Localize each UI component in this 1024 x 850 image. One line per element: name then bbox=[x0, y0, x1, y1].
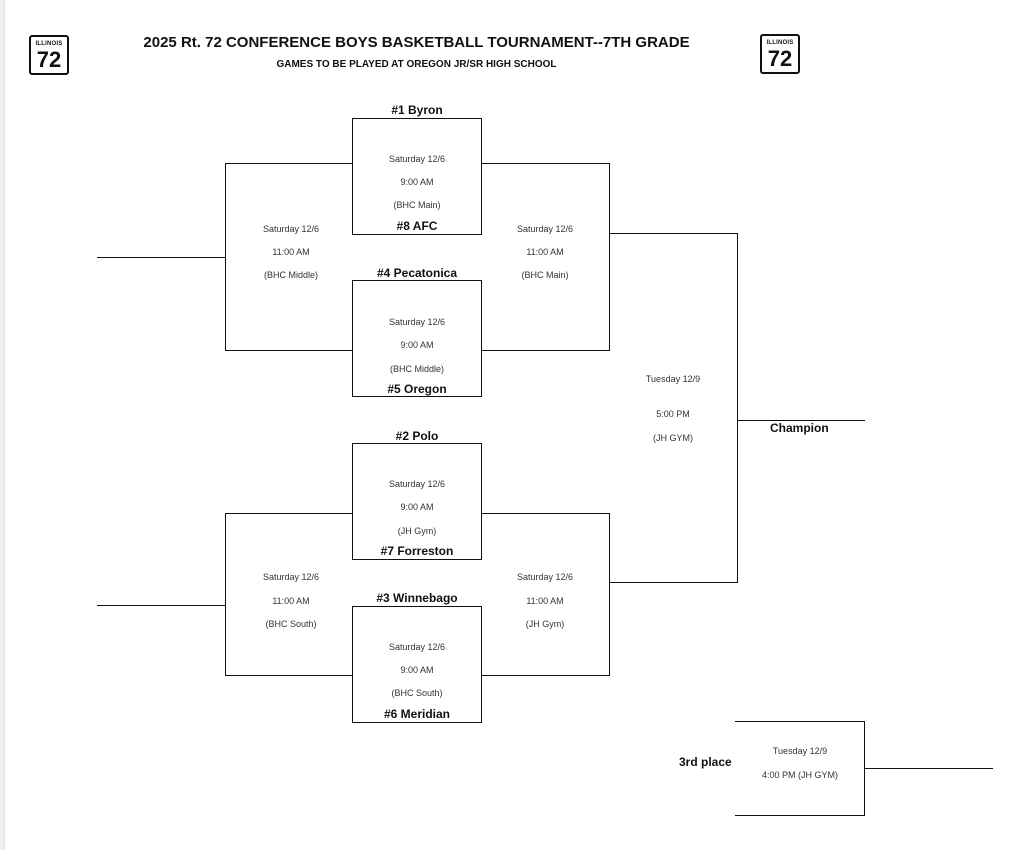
consolation-line-top bbox=[97, 257, 226, 258]
bracket-line bbox=[481, 350, 610, 351]
team-afc: #8 AFC bbox=[396, 219, 438, 233]
game-day: Saturday 12/6 bbox=[262, 572, 320, 582]
game-location: (BHC Middle) bbox=[263, 270, 318, 280]
team-oregon: #5 Oregon bbox=[387, 382, 447, 396]
page-subtitle: GAMES TO BE PLAYED AT OREGON JR/SR HIGH … bbox=[276, 59, 557, 70]
game-day: Tuesday 12/9 bbox=[772, 746, 828, 756]
bracket-line bbox=[737, 233, 738, 583]
shield-state-text: ILLINOIS bbox=[35, 41, 63, 47]
shield-number: 72 bbox=[36, 47, 62, 72]
game-time: 11:00 AM bbox=[526, 247, 564, 257]
bracket-line bbox=[225, 513, 226, 676]
game-location: (BHC South) bbox=[391, 688, 443, 698]
game-time-location: 4:00 PM (JH GYM) bbox=[761, 770, 838, 780]
game-time: 9:00 AM bbox=[400, 502, 434, 512]
game-day: Tuesday 12/9 bbox=[645, 374, 701, 384]
game-location: (JH Gym) bbox=[525, 619, 565, 629]
team-meridian: #6 Meridian bbox=[383, 707, 451, 721]
third-place-line bbox=[735, 815, 865, 816]
game-day: Saturday 12/6 bbox=[516, 572, 574, 582]
champion-line bbox=[737, 420, 865, 421]
consolation-line-bottom bbox=[97, 605, 226, 606]
third-place-label: 3rd place bbox=[679, 755, 732, 769]
game-box-pecatonica-oregon bbox=[352, 280, 482, 397]
game-day: Saturday 12/6 bbox=[388, 154, 446, 164]
game-location: (BHC South) bbox=[265, 619, 317, 629]
bracket-line bbox=[609, 163, 610, 351]
bracket-line bbox=[225, 675, 353, 676]
bracket-line bbox=[225, 350, 353, 351]
game-location: (JH Gym) bbox=[397, 526, 437, 536]
game-time: 11:00 AM bbox=[526, 596, 564, 606]
shield-state-text: ILLINOIS bbox=[766, 40, 794, 46]
game-day: Saturday 12/6 bbox=[262, 224, 320, 234]
game-day: Saturday 12/6 bbox=[388, 642, 446, 652]
game-time: 11:00 AM bbox=[272, 247, 310, 257]
third-place-winner-line bbox=[864, 768, 993, 769]
bracket-line bbox=[481, 675, 610, 676]
game-day: Saturday 12/6 bbox=[388, 479, 446, 489]
bracket-line bbox=[609, 233, 738, 234]
bracket-line bbox=[481, 163, 610, 164]
game-time: 11:00 AM bbox=[272, 596, 310, 606]
game-time: 5:00 PM bbox=[656, 409, 690, 419]
game-location: (BHC Main) bbox=[393, 200, 441, 210]
shield-number: 72 bbox=[767, 46, 793, 71]
team-winnebago: #3 Winnebago bbox=[376, 591, 458, 605]
game-box-winnebago-meridian bbox=[352, 606, 482, 723]
game-time: 9:00 AM bbox=[400, 340, 434, 350]
team-forreston: #7 Forreston bbox=[380, 544, 454, 558]
game-time: 9:00 AM bbox=[400, 665, 434, 675]
game-day: Saturday 12/6 bbox=[516, 224, 574, 234]
team-polo: #2 Polo bbox=[395, 429, 439, 443]
game-time: 9:00 AM bbox=[400, 177, 434, 187]
champion-label: Champion bbox=[770, 421, 829, 435]
game-location: (BHC Middle) bbox=[389, 364, 444, 374]
bracket-line bbox=[609, 513, 610, 676]
route-72-shield-right-icon: ILLINOIS 72 bbox=[760, 34, 800, 74]
bracket-line bbox=[609, 582, 738, 583]
game-location: (BHC Main) bbox=[521, 270, 569, 280]
game-box-byron-afc bbox=[352, 118, 482, 235]
page-left-edge bbox=[0, 0, 5, 850]
game-location: (JH GYM) bbox=[653, 433, 693, 443]
route-72-shield-left-icon: ILLINOIS 72 bbox=[29, 35, 69, 75]
team-pecatonica: #4 Pecatonica bbox=[376, 266, 458, 280]
page-title: 2025 Rt. 72 CONFERENCE BOYS BASKETBALL T… bbox=[143, 34, 690, 51]
game-day: Saturday 12/6 bbox=[388, 317, 446, 327]
bracket-line bbox=[481, 513, 610, 514]
third-place-line bbox=[735, 721, 865, 722]
team-byron: #1 Byron bbox=[391, 103, 443, 117]
game-box-polo-forreston bbox=[352, 443, 482, 560]
bracket-line bbox=[225, 163, 353, 164]
bracket-line bbox=[225, 513, 353, 514]
